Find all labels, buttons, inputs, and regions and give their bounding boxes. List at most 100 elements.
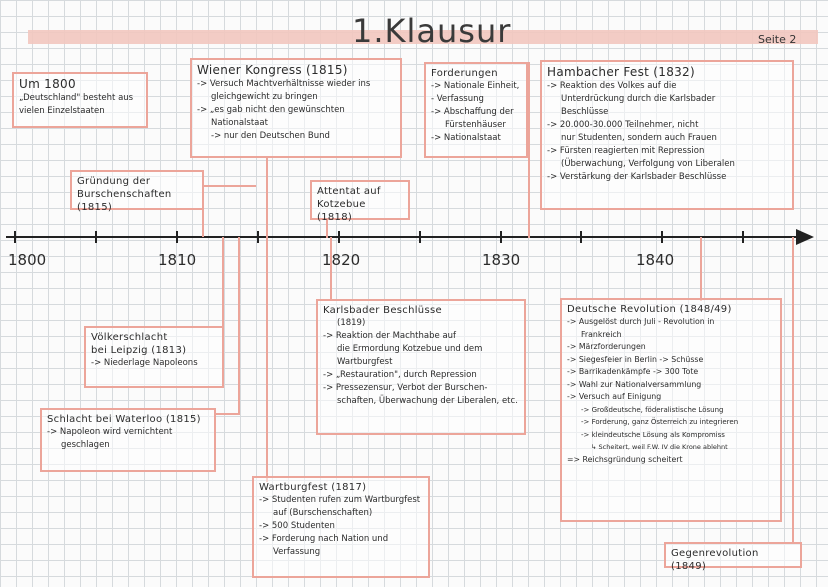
timeline-tick <box>176 231 178 243</box>
connector-waterloo-h <box>214 413 240 415</box>
box-line: Frankreich <box>581 329 622 339</box>
connector-hambacher <box>528 62 530 238</box>
box-title: Völkerschlacht <box>91 332 168 343</box>
box-title: Schlacht bei Waterloo (1815) <box>47 414 201 425</box>
box-gruendung-burschenschaften: Gründung der Burschenschaften (1815) <box>70 170 204 213</box>
box-line: -> Märzforderungen <box>567 342 646 351</box>
box-line: geschlagen <box>61 440 110 450</box>
box-title: Um 1800 <box>19 77 76 91</box>
box-title: Forderungen <box>431 68 498 79</box>
box-line: -> Niederlage Napoleons <box>91 358 198 368</box>
box-line: -> Pressezensur, Verbot der Burschen- <box>323 383 488 393</box>
box-line: -> Abschaffung der <box>431 107 514 117</box>
connector-voelker <box>222 237 224 337</box>
box-subline: -> Großdeutsche, föderalistische Lösung <box>581 405 724 414</box>
box-line: nur Studenten, sondern auch Frauen <box>561 133 717 143</box>
box-schlacht-waterloo: Schlacht bei Waterloo (1815) -> Napoleon… <box>40 408 216 472</box>
box-karlsbader-beschluesse: Karlsbader Beschlüsse (1819) -> Reaktion… <box>316 299 526 435</box>
timeline-tick <box>580 231 582 243</box>
connector-gruendung-h <box>202 185 256 187</box>
box-line: -> „es gab nicht den gewünschten <box>197 105 345 115</box>
box-subline: -> Forderung, ganz Österreich zu integri… <box>581 418 739 426</box>
page-title: 1.Klausur <box>352 12 512 50</box>
box-line: -> Barrikadenkämpfe -> 300 Tote <box>567 367 699 376</box>
box-title: Hambacher Fest (1832) <box>547 65 695 79</box>
page-number: Seite 2 <box>758 33 797 46</box>
connector-attentat <box>326 218 328 238</box>
year-label: 1820 <box>322 251 361 269</box>
box-attentat-kotzebue: Attentat auf Kotzebue (1818) <box>310 180 410 223</box>
connector-waterloo <box>238 237 240 413</box>
timeline-tick <box>742 231 744 243</box>
box-subline: ↳ Scheitert, weil F.W. IV die Krone able… <box>591 443 728 451</box>
timeline-tick <box>338 231 340 243</box>
box-wiener-kongress: Wiener Kongress (1815) -> Versuch Machtv… <box>190 58 402 158</box>
box-line: -> nur den Deutschen Bund <box>211 131 330 141</box>
timeline-tick <box>95 231 97 243</box>
box-line: -> „Restauration", durch Repression <box>323 370 477 380</box>
box-line: -> Versuch Machtverhältnisse wieder ins <box>197 79 371 89</box>
year-label: 1830 <box>482 251 521 269</box>
box-line: -> 500 Studenten <box>259 521 335 531</box>
timeline-tick <box>14 231 16 243</box>
box-line: -> Wahl zur Nationalversammlung <box>567 379 702 389</box>
box-title: Gegenrevolution (1849) <box>671 548 759 572</box>
box-hambacher-fest: Hambacher Fest (1832) -> Reaktion des Vo… <box>540 60 794 210</box>
connector-revolution <box>700 237 702 301</box>
box-line: -> Reaktion des Volkes auf die <box>547 81 677 91</box>
connector-karlsbad <box>330 237 332 301</box>
year-label: 1840 <box>636 251 675 269</box>
box-line: Fürstenhäuser <box>445 120 506 130</box>
timeline-tick <box>500 231 502 243</box>
box-line: -> Siegesfeier in Berlin -> Schüsse <box>567 354 704 364</box>
title-highlight <box>28 30 818 44</box>
box-title: bei Leipzig (1813) <box>91 345 187 356</box>
box-line: Wartburgfest <box>337 357 393 367</box>
box-line: => Reichsgründung scheitert <box>567 454 683 464</box>
box-title: Gründung der <box>77 176 151 187</box>
box-title: Wartburgfest (1817) <box>259 482 367 493</box>
box-line: -> Nationalstaat <box>431 133 501 143</box>
box-voelkerschlacht: Völkerschlacht bei Leipzig (1813) -> Nie… <box>84 326 224 388</box>
box-forderungen: Forderungen -> Nationale Einheit, - Verf… <box>424 62 528 158</box>
box-title: Karlsbader Beschlüsse <box>323 305 442 316</box>
timeline-tick <box>419 231 421 243</box>
box-line: Verfassung <box>273 547 321 557</box>
box-line: -> Forderung nach Nation und <box>259 534 389 544</box>
box-line: „Deutschland" besteht aus <box>19 93 134 103</box>
connector-wiener <box>266 158 268 482</box>
box-title: Wiener Kongress (1815) <box>197 63 348 77</box>
box-subline: -> kleindeutsche Lösung als Kompromiss <box>581 430 725 439</box>
box-line: auf (Burschenschaften) <box>273 508 373 518</box>
year-label: 1800 <box>8 251 47 269</box>
box-um-1800: Um 1800 „Deutschland" besteht aus vielen… <box>12 72 148 128</box>
connector-gruendung <box>202 185 204 237</box>
timeline-tick <box>661 231 663 243</box>
box-line: -> Versuch auf Einigung <box>567 392 662 401</box>
box-line: -> Studenten rufen zum Wartburgfest <box>259 495 421 505</box>
year-label: 1810 <box>158 251 197 269</box>
box-deutsche-revolution: Deutsche Revolution (1848/49) -> Ausgelö… <box>560 298 782 522</box>
box-line: Unterdrückung durch die Karlsbader <box>561 94 716 104</box>
box-line: -> Napoleon wird vernichtent <box>47 427 173 437</box>
timeline-arrowhead <box>796 229 814 245</box>
box-wartburgfest: Wartburgfest (1817) -> Studenten rufen z… <box>252 476 430 578</box>
connector-gegen <box>792 237 794 543</box>
box-title: Attentat auf <box>317 186 381 197</box>
box-line: die Ermordung Kotzebue und dem <box>337 344 483 354</box>
box-title: Burschenschaften (1815) <box>77 189 172 213</box>
box-line: schaften, Überwachung der Liberalen, etc… <box>337 396 518 406</box>
box-title: Kotzebue (1818) <box>317 199 366 223</box>
box-line: -> Verstärkung der Karlsbader Beschlüsse <box>547 172 727 182</box>
box-gegenrevolution: Gegenrevolution (1849) <box>664 542 802 572</box>
box-title: Deutsche Revolution (1848/49) <box>567 304 732 315</box>
box-line: -> Ausgelöst durch Juli - Revolution in <box>567 317 715 326</box>
timeline-tick <box>257 231 259 243</box>
box-line: -> Fürsten reagierten mit Repression <box>547 146 705 156</box>
box-line: vielen Einzelstaaten <box>19 106 105 116</box>
box-line: -> Reaktion der Machthabe auf <box>323 331 457 341</box>
box-line: - Verfassung <box>431 94 484 104</box>
box-line: -> 20.000-30.000 Teilnehmer, nicht <box>547 120 699 130</box>
timeline-axis <box>6 236 806 238</box>
box-line: (Überwachung, Verfolgung von Liberalen <box>561 159 735 169</box>
